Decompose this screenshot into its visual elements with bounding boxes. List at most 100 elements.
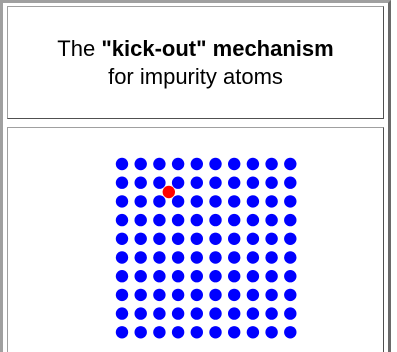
host-atom: [284, 157, 297, 171]
host-atom: [190, 176, 203, 189]
host-atom: [171, 232, 185, 245]
host-atom: [284, 307, 297, 320]
host-atom: [246, 326, 260, 339]
host-atom: [284, 195, 297, 208]
host-atom: [209, 157, 222, 171]
host-atom: [284, 176, 297, 189]
host-atom: [265, 176, 278, 189]
host-atom: [246, 195, 260, 208]
host-atom: [190, 213, 203, 227]
host-atom: [284, 326, 297, 339]
host-atom: [209, 288, 222, 302]
host-atom: [134, 195, 147, 208]
host-atoms: [115, 157, 297, 339]
host-atom: [115, 307, 129, 320]
host-atom: [284, 232, 297, 245]
host-atom: [171, 270, 185, 283]
host-atom: [265, 326, 278, 339]
host-atom: [190, 157, 203, 171]
host-atom: [209, 270, 222, 283]
host-atom: [134, 157, 147, 171]
host-atom: [153, 176, 166, 189]
host-atom: [153, 213, 166, 227]
impurity-atom: [162, 185, 175, 199]
host-atom: [228, 288, 241, 302]
host-atom: [153, 326, 166, 339]
host-atom: [228, 326, 241, 339]
host-atom: [246, 157, 260, 171]
host-atom: [190, 251, 203, 264]
host-atom: [171, 176, 185, 189]
host-atom: [209, 176, 222, 189]
host-atom: [134, 307, 147, 320]
host-atom: [284, 251, 297, 264]
host-atom: [115, 232, 129, 245]
host-atom: [209, 326, 222, 339]
host-atom: [228, 232, 241, 245]
host-atom: [265, 157, 278, 171]
host-atom: [246, 270, 260, 283]
host-atom: [115, 176, 129, 189]
host-atom: [171, 326, 185, 339]
host-atom: [265, 195, 278, 208]
host-atom: [265, 213, 278, 227]
host-atom: [265, 288, 278, 302]
host-atom: [134, 213, 147, 227]
host-atom: [115, 195, 129, 208]
host-atom: [284, 270, 297, 283]
host-atom: [134, 251, 147, 264]
host-atom: [209, 232, 222, 245]
host-atom: [209, 251, 222, 264]
host-atom: [265, 307, 278, 320]
host-atom: [171, 157, 185, 171]
title-panel: The "kick-out" mechanism for impurity at…: [7, 6, 384, 119]
host-atom: [190, 326, 203, 339]
host-atom: [115, 270, 129, 283]
host-atom: [190, 195, 203, 208]
host-atom: [153, 288, 166, 302]
host-atom: [228, 251, 241, 264]
host-atom: [265, 251, 278, 264]
host-atom: [171, 195, 185, 208]
host-atom: [265, 232, 278, 245]
host-atom: [134, 326, 147, 339]
impurity-atoms: [162, 185, 175, 199]
host-atom: [246, 288, 260, 302]
host-atom: [284, 288, 297, 302]
host-atom: [171, 307, 185, 320]
host-atom: [246, 213, 260, 227]
host-atom: [190, 270, 203, 283]
host-atom: [153, 251, 166, 264]
host-atom: [134, 288, 147, 302]
host-atom: [228, 307, 241, 320]
host-atom: [228, 157, 241, 171]
host-atom: [209, 195, 222, 208]
host-atom: [171, 251, 185, 264]
host-atom: [265, 270, 278, 283]
title-emphasis: "kick-out" mechanism: [101, 35, 334, 61]
diagram-panel: [7, 127, 384, 352]
host-atom: [246, 307, 260, 320]
host-atom: [209, 307, 222, 320]
host-atom: [228, 176, 241, 189]
host-atom: [115, 251, 129, 264]
host-atom: [246, 176, 260, 189]
host-atom: [209, 213, 222, 227]
host-atom: [115, 213, 129, 227]
host-atom: [246, 232, 260, 245]
host-atom: [153, 157, 166, 171]
host-atom: [153, 307, 166, 320]
crystal-lattice: [115, 157, 297, 339]
host-atom: [228, 213, 241, 227]
host-atom: [153, 232, 166, 245]
host-atom: [190, 232, 203, 245]
host-atom: [134, 176, 147, 189]
title-prefix: The: [57, 35, 102, 61]
host-atom: [171, 288, 185, 302]
host-atom: [115, 157, 129, 171]
host-atom: [134, 232, 147, 245]
host-atom: [115, 326, 129, 339]
host-atom: [153, 270, 166, 283]
host-atom: [284, 213, 297, 227]
